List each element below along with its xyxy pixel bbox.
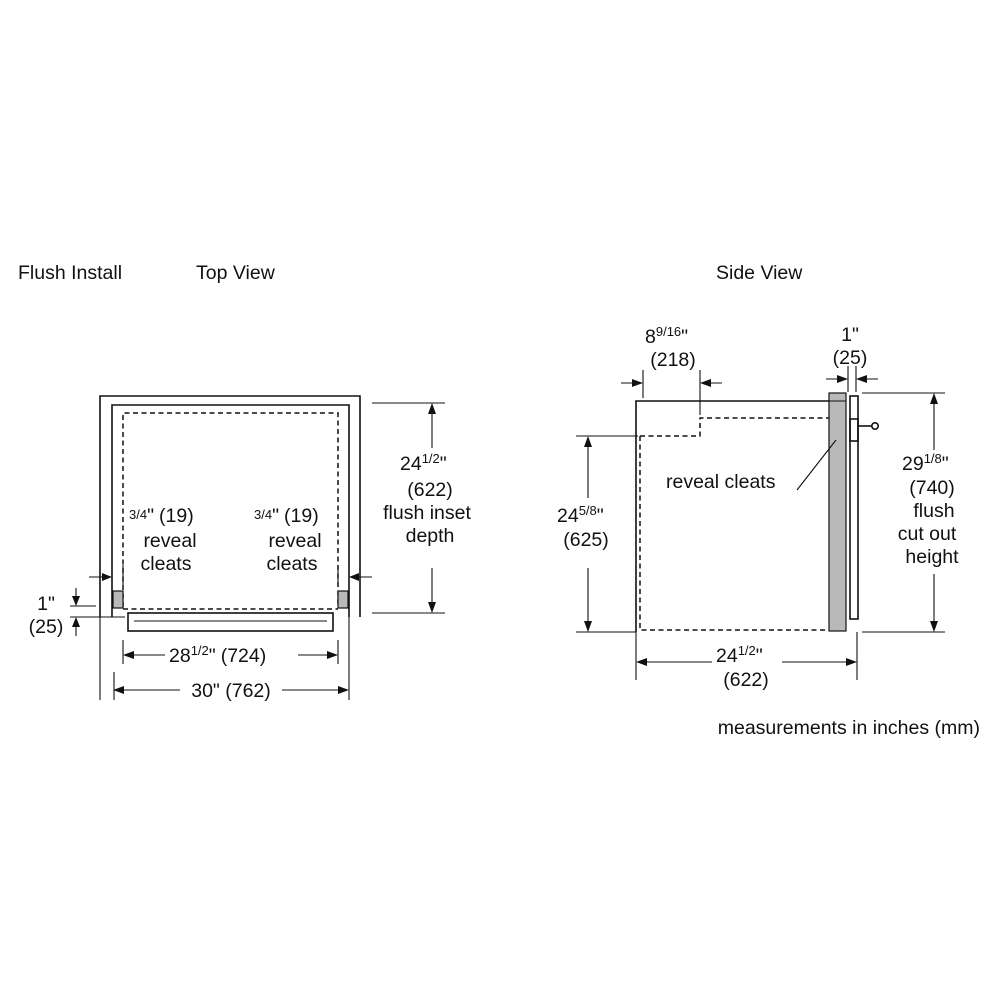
right-cleat-label-line3: cleats bbox=[267, 553, 318, 575]
height-left-dimension: 245/8" bbox=[557, 503, 604, 527]
cutout-height-fraction: 1/8 bbox=[924, 451, 942, 466]
top-depth-dimension: 89/16" bbox=[645, 324, 688, 348]
left-cleat-label-line2: reveal bbox=[143, 530, 196, 552]
top-depth-whole: 8 bbox=[645, 326, 656, 348]
depth-fraction: 1/2 bbox=[422, 451, 440, 466]
right-cleat-dimension: 3/4"(19) bbox=[254, 505, 319, 527]
bottom-depth-whole: 24 bbox=[716, 645, 738, 667]
right-reveal-cleat bbox=[337, 590, 349, 609]
depth-label-line3: flush inset bbox=[383, 502, 471, 524]
cutout-height-whole: 29 bbox=[902, 453, 924, 475]
cutout-height-line5: height bbox=[905, 546, 959, 568]
side-view-heading: Side View bbox=[716, 262, 803, 284]
depth-whole: 24 bbox=[400, 453, 422, 475]
top-view-heading: Top View bbox=[196, 262, 276, 284]
left-cleat-fraction: 3/4 bbox=[129, 507, 147, 522]
right-cleat-mm: (19) bbox=[284, 505, 319, 527]
inner-width-fraction: 1/2 bbox=[191, 643, 209, 658]
bottom-depth-fraction: 1/2 bbox=[738, 643, 756, 658]
cutout-height-line4: cut out bbox=[898, 523, 957, 545]
depth-dimension: 241/2" bbox=[400, 451, 447, 475]
height-left-whole: 24 bbox=[557, 505, 579, 527]
depth-mm: (622) bbox=[407, 479, 453, 501]
top-depth-mm: (218) bbox=[650, 349, 696, 371]
right-cleat-fraction: 3/4 bbox=[254, 507, 272, 522]
outer-width-dimension: 30" (762) bbox=[191, 680, 271, 702]
inner-width-whole: 28 bbox=[169, 645, 191, 667]
front-offset-inches: 1" bbox=[37, 593, 55, 615]
inner-width-dimension: 281/2"(724) bbox=[169, 643, 266, 667]
front-offset-mm: (25) bbox=[29, 616, 64, 638]
top-view-drawing bbox=[70, 395, 361, 700]
height-left-mm: (625) bbox=[563, 529, 609, 551]
top-depth-fraction: 9/16 bbox=[656, 324, 681, 339]
height-left-fraction: 5/8 bbox=[579, 503, 597, 518]
flush-install-heading: Flush Install bbox=[18, 262, 122, 284]
reveal-cleats-label: reveal cleats bbox=[666, 471, 776, 493]
side-reveal-cleat bbox=[828, 392, 847, 632]
units-note: measurements in inches (mm) bbox=[718, 717, 980, 739]
cutout-height-dimension: 291/8" bbox=[902, 451, 949, 475]
left-cleat-label-line3: cleats bbox=[141, 553, 192, 575]
bottom-depth-mm: (622) bbox=[723, 669, 769, 691]
depth-label-line4: depth bbox=[406, 525, 455, 547]
left-cleat-mm: (19) bbox=[159, 505, 194, 527]
side-view-drawing bbox=[576, 366, 945, 680]
inner-width-mm: (724) bbox=[221, 645, 267, 667]
cutout-height-line3: flush bbox=[913, 500, 954, 522]
left-reveal-cleat bbox=[112, 590, 124, 609]
left-cleat-dimension: 3/4"(19) bbox=[129, 505, 194, 527]
door-thickness-mm: (25) bbox=[833, 347, 868, 369]
bottom-depth-dimension: 241/2" bbox=[716, 643, 763, 667]
cutout-height-mm: (740) bbox=[909, 477, 955, 499]
right-cleat-label-line2: reveal bbox=[268, 530, 321, 552]
door-thickness-inches: 1" bbox=[841, 324, 859, 346]
